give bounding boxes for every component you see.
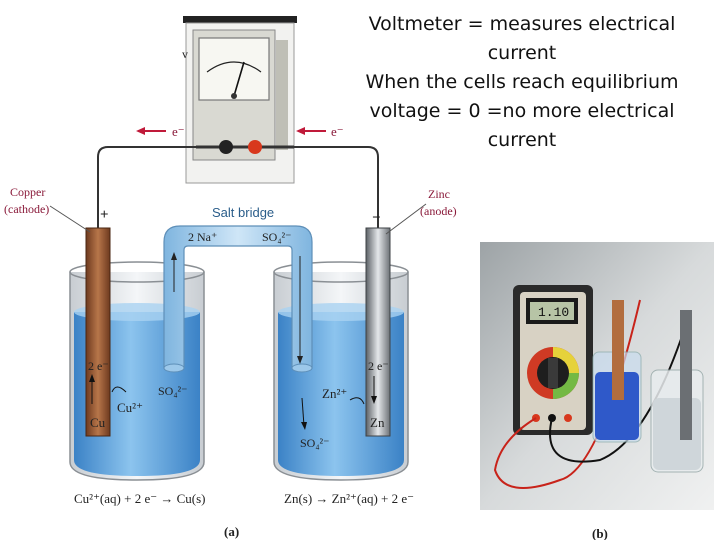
photo-copper-solution <box>595 372 639 440</box>
svg-text:v: v <box>182 47 188 61</box>
note-line-2: current <box>487 42 557 64</box>
black-terminal <box>219 140 233 154</box>
panel-b-label: (b) <box>592 526 608 540</box>
zinc-ion-label: Zn²⁺ <box>322 386 347 401</box>
zinc-label: Zinc <box>428 187 450 201</box>
copper-electrode <box>85 227 111 437</box>
sulfate-left-label: SO₄²⁻ <box>158 384 187 398</box>
salt-bridge: Salt bridge 2 Na⁺ SO₄²⁻ <box>163 205 313 373</box>
meter-needle <box>233 61 245 97</box>
copper-label: Copper <box>10 185 45 199</box>
electron-label-right: e⁻ <box>331 124 344 139</box>
note-line-1: Voltmeter = measures electrical <box>368 13 676 35</box>
left-electrons-label: 2 e⁻ <box>88 359 109 373</box>
multimeter: 1.10 <box>513 285 593 435</box>
photo-zinc-strip <box>680 310 692 440</box>
sulfate-right-label: SO₄²⁻ <box>300 436 329 450</box>
note-line-3: When the cells reach equilibrium <box>365 71 679 93</box>
red-terminal <box>248 140 262 154</box>
note-line-4: voltage = 0 =no more electrical <box>369 100 675 122</box>
lab-photo: 1.10 <box>480 242 714 510</box>
plus-sign: + <box>100 207 109 223</box>
panel-a-label: (a) <box>224 524 239 539</box>
zinc-electrode <box>365 227 391 437</box>
note-line-5: current <box>487 129 557 151</box>
photo-copper-strip <box>612 300 624 400</box>
electron-label-left: e⁻ <box>172 124 185 139</box>
wire-right <box>294 146 379 228</box>
meter-reading: 1.10 <box>538 305 569 320</box>
copper-ion-label: Cu²⁺ <box>117 400 143 415</box>
copper-symbol: Cu <box>90 415 106 430</box>
anode-label: (anode) <box>420 204 457 218</box>
wire-left <box>97 146 196 228</box>
zinc-symbol: Zn <box>370 415 385 430</box>
meter-display <box>530 302 574 320</box>
anode-equation: Zn(s) → Zn²⁺(aq) + 2 e⁻ <box>284 491 414 506</box>
sulfate-bridge-label: SO₄²⁻ <box>262 230 291 244</box>
right-electrons-label: 2 e⁻ <box>368 359 389 373</box>
salt-bridge-label: Salt bridge <box>212 205 274 220</box>
cathode-label: (cathode) <box>4 202 49 216</box>
sodium-ion-label: 2 Na⁺ <box>188 230 217 244</box>
meter-dial <box>198 37 270 101</box>
external-circuit: e⁻ e⁻ <box>97 124 379 228</box>
minus-sign: − <box>372 210 381 226</box>
explanation-note: Voltmeter = measures electrical current … <box>352 10 692 155</box>
cathode-equation: Cu²⁺(aq) + 2 e⁻ → Cu(s) <box>74 491 205 506</box>
voltmeter: v <box>182 16 297 184</box>
